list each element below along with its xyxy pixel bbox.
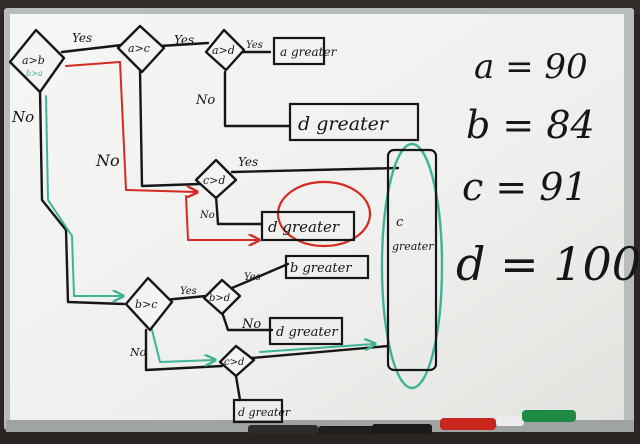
box-a-greater (272, 36, 326, 66)
red-circle-highlight (276, 180, 372, 248)
label-yes-5: Yes (244, 272, 261, 283)
label-no-6: No (129, 346, 147, 359)
result-c-greater: greater (392, 240, 434, 253)
box-d-greater-1 (288, 102, 420, 142)
label-b-gt-c: b>c (135, 298, 157, 311)
markers (248, 410, 576, 434)
box-d-greater-4 (232, 398, 284, 424)
label-yes-2: Yes (174, 33, 194, 47)
value-d: d = 100 (456, 237, 640, 291)
label-b-gt-a: b>a (26, 69, 43, 78)
diamond-b-gt-c (124, 276, 174, 332)
black-marker (248, 425, 318, 434)
label-no-1: No (11, 108, 34, 126)
diamond-a-gt-d (204, 28, 246, 72)
floor-shadow (0, 432, 640, 444)
teal-trace-path (45, 95, 374, 362)
marker-3 (372, 424, 432, 434)
label-yes-6: Yes (180, 286, 197, 297)
black-marker-2 (318, 426, 374, 434)
value-b: b = 84 (466, 103, 595, 147)
diamond-b-gt-d (202, 278, 242, 316)
label-no-5: No (241, 317, 261, 332)
result-c: c (396, 215, 404, 230)
flow-lines (38, 41, 400, 402)
box-c-greater (386, 148, 438, 372)
label-no-4: No (199, 210, 215, 221)
box-d-greater-3 (268, 316, 344, 346)
result-d-greater-3: d greater (276, 325, 338, 340)
diamond-a-gt-c (116, 24, 166, 74)
result-d-greater-4: d greater (238, 406, 291, 419)
result-d-greater-1: d greater (298, 113, 390, 135)
label-no-3: No (95, 151, 120, 170)
label-b-gt-d: b>d (209, 293, 230, 304)
label-a-gt-c: a>c (128, 42, 150, 55)
label-c-gt-d-lower: c>d (224, 357, 244, 368)
board-surface (10, 14, 624, 422)
diamond-a-gt-b (8, 28, 66, 94)
diamond-c-gt-d-lower (218, 344, 256, 378)
label-c-gt-d: c>d (203, 174, 225, 187)
label-yes-3: Yes (246, 40, 263, 51)
result-a-greater: a greater (280, 45, 338, 59)
red-marker (440, 418, 496, 430)
result-b-greater: b greater (290, 261, 352, 276)
label-no-2: No (195, 93, 215, 108)
label-yes-1: Yes (72, 31, 92, 45)
label-yes-4: Yes (238, 155, 258, 169)
marker-cap (496, 416, 524, 426)
red-trace-path (65, 61, 258, 240)
value-c: c = 91 (462, 165, 588, 209)
box-d-greater-2 (260, 210, 356, 242)
value-a: a = 90 (474, 47, 588, 87)
label-a-gt-d: a>d (212, 44, 235, 57)
green-marker (522, 410, 576, 422)
teal-oval-highlight (380, 142, 444, 390)
diamond-c-gt-d (194, 158, 238, 200)
label-a-gt-b: a>b (22, 54, 45, 67)
result-d-greater-2: d greater (268, 218, 340, 236)
box-b-greater (284, 254, 370, 280)
